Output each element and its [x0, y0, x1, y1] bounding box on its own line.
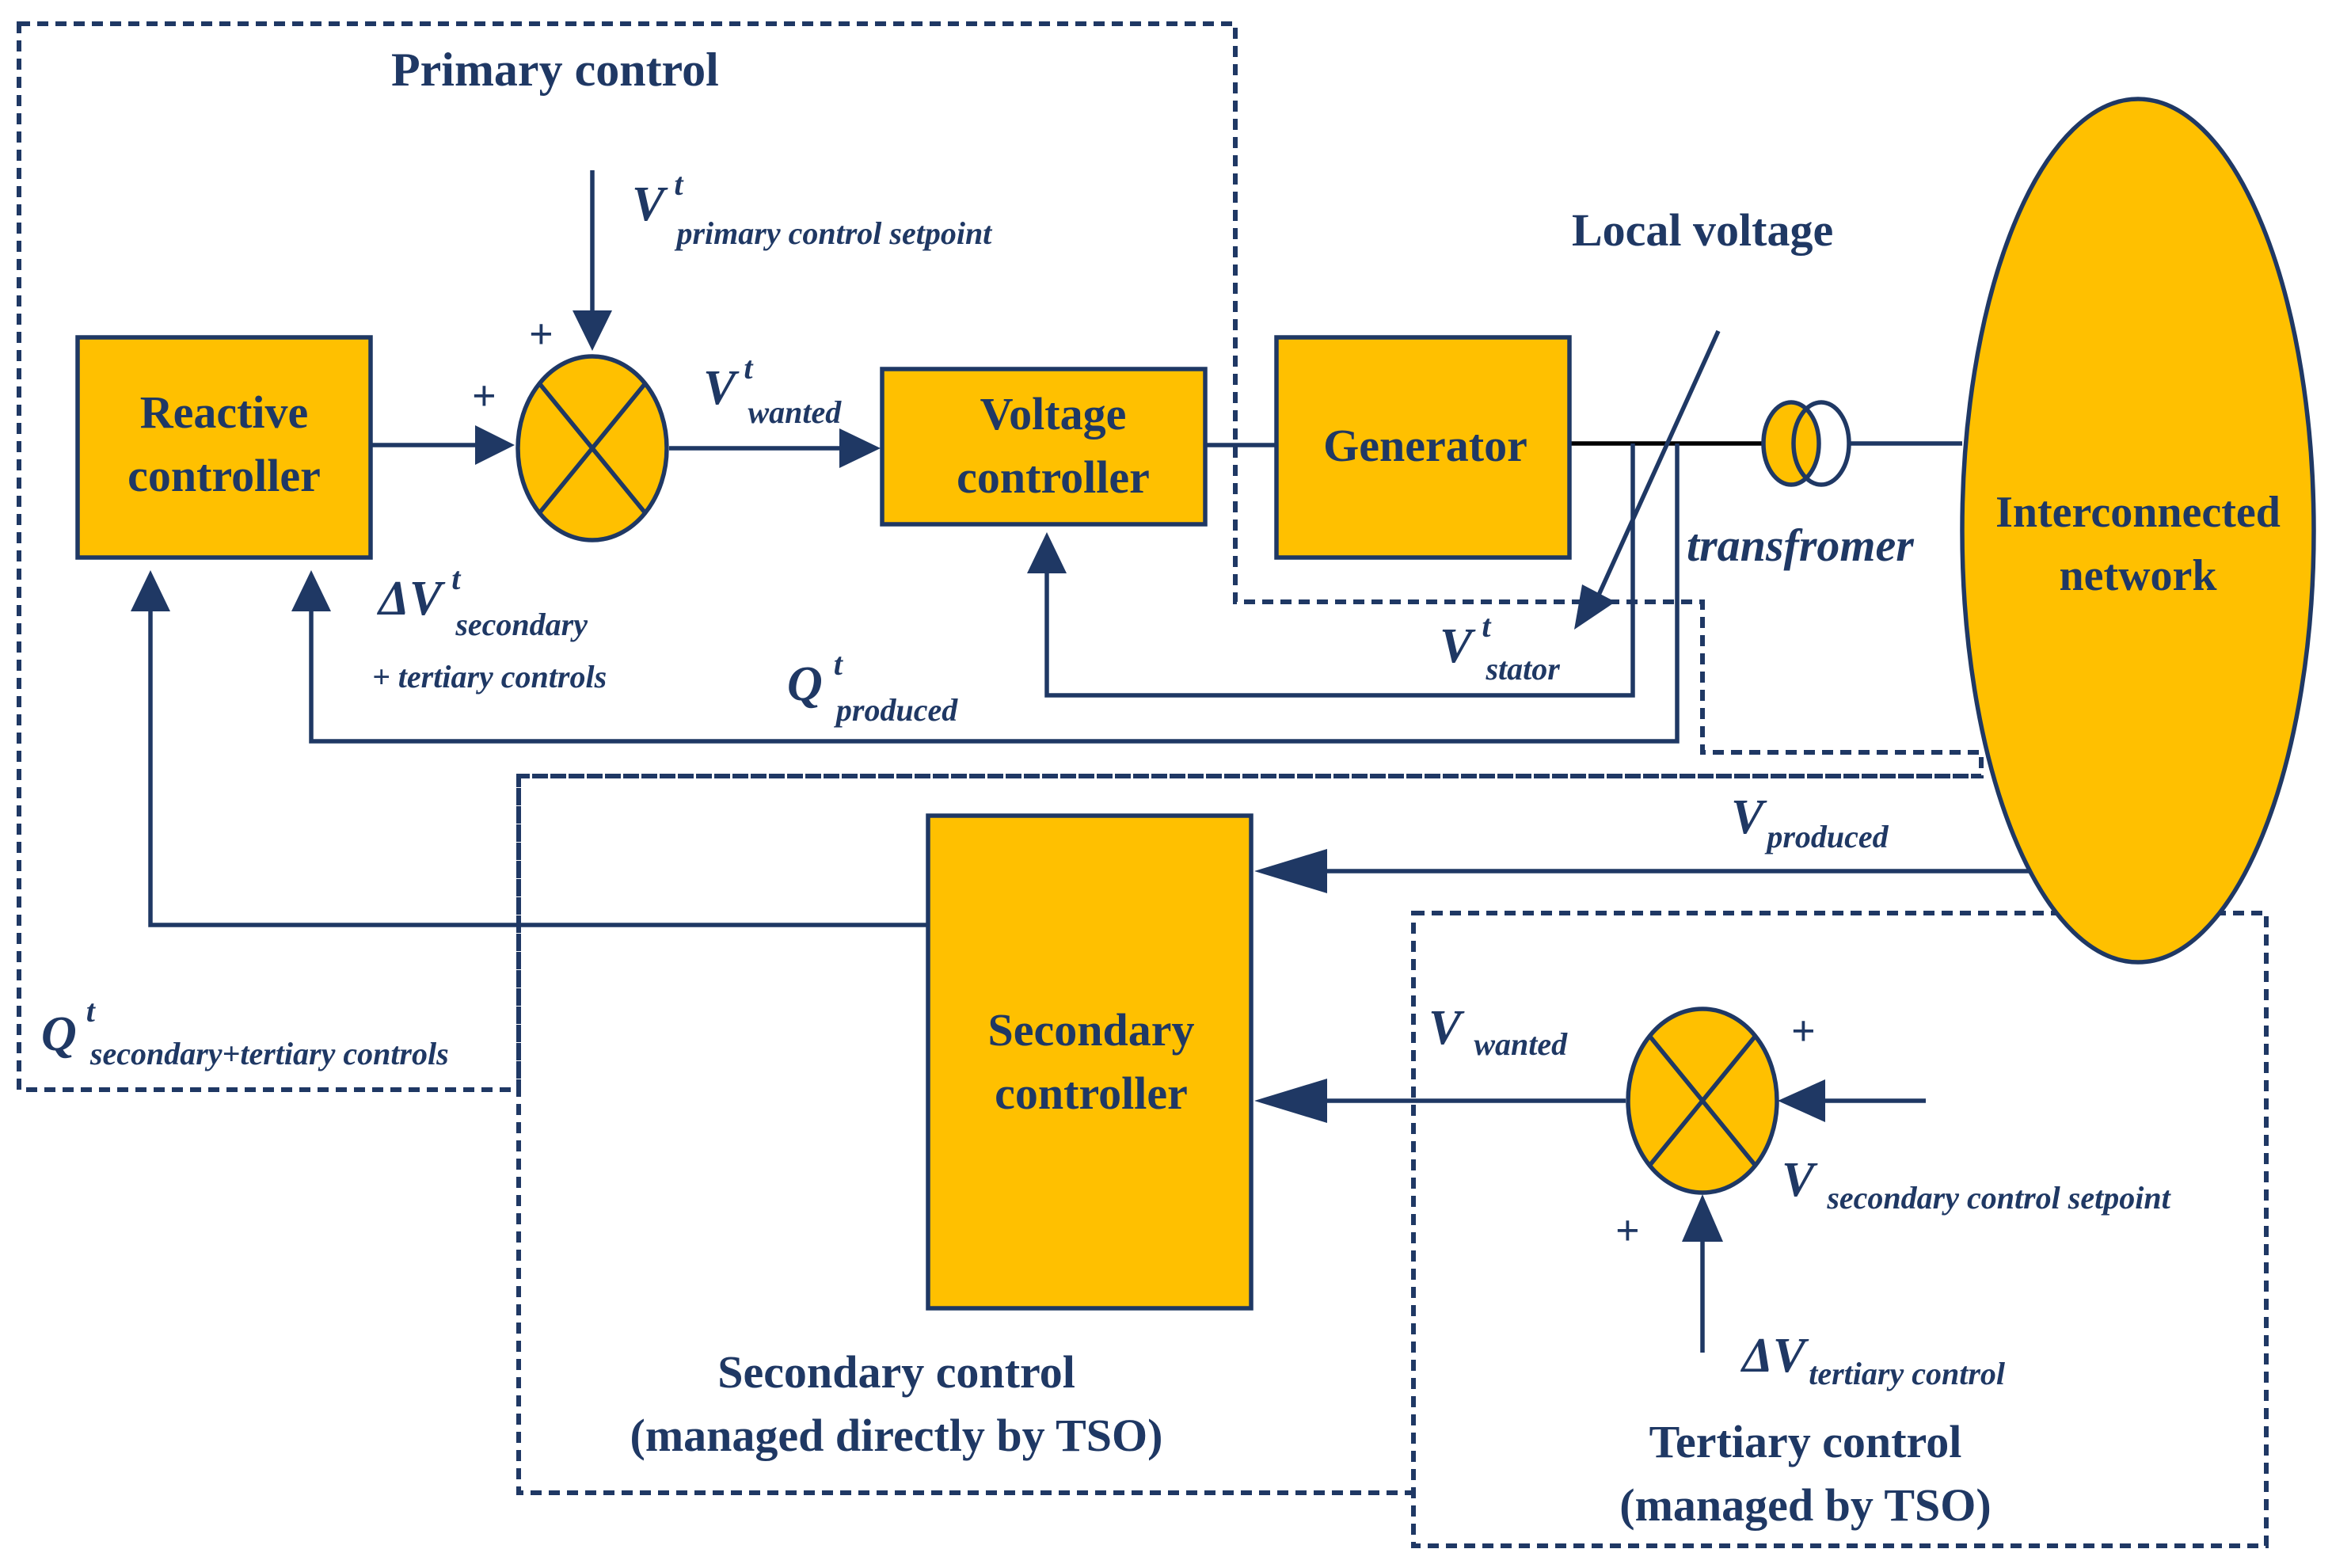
arrowhead — [475, 425, 515, 465]
arrowhead — [1778, 1079, 1825, 1122]
sum1-sign-top: + — [529, 310, 554, 358]
generator-block — [1274, 335, 1572, 560]
arrowhead — [131, 570, 170, 611]
wire-qproduced-feedback — [309, 443, 1680, 744]
local-voltage-label: Local voltage — [1572, 204, 1833, 256]
voltage-controller-block — [880, 367, 1208, 527]
primary-control-title: Primary control — [391, 44, 719, 96]
secondary-controller-block — [926, 813, 1253, 1311]
transformer-icon — [1761, 400, 1851, 487]
voltage-controller-label: controller — [957, 451, 1150, 503]
tertiary-controls-note: + tertiary controls — [372, 659, 607, 695]
arrowhead — [291, 570, 331, 611]
summing-junction-tertiary — [1626, 1007, 1779, 1195]
local-voltage-probe — [1593, 329, 1721, 603]
summing-junction-primary — [515, 354, 669, 542]
arrowhead — [1682, 1194, 1723, 1242]
transformer-label: transfromer — [1687, 519, 1914, 571]
arrowhead — [1574, 584, 1615, 630]
secondary-controller-label: controller — [995, 1068, 1188, 1119]
secondary-controller-label: Secondary — [988, 1004, 1195, 1056]
reactive-controller-label: controller — [127, 450, 321, 501]
generator-label: Generator — [1323, 420, 1527, 471]
arrowhead — [1254, 1079, 1327, 1123]
interconnected-network-block — [1960, 97, 2316, 965]
interconnected-network-label: network — [2059, 551, 2217, 600]
secondary-control-title: Secondary control — [717, 1346, 1075, 1398]
tertiary-control-title: (managed by TSO) — [1619, 1479, 1991, 1531]
sum2-sign-right: + — [1791, 1007, 1816, 1055]
sum1-sign-left: + — [472, 372, 496, 420]
tertiary-control-region — [1411, 911, 2269, 1548]
wire-vstator-feedback — [1044, 443, 1635, 698]
reactive-controller-block — [75, 335, 373, 560]
arrowhead — [1254, 849, 1327, 893]
sum2-sign-bottom: + — [1615, 1207, 1640, 1254]
voltage-controller-label: Voltage — [980, 388, 1127, 440]
arrowhead — [1027, 532, 1067, 573]
reactive-controller-label: Reactive — [140, 386, 309, 438]
wire-secondary-to-reactive — [148, 611, 928, 927]
interconnected-network-label: Interconnected — [1995, 488, 2281, 537]
tertiary-control-title: Tertiary control — [1649, 1416, 1962, 1467]
secondary-control-region — [516, 774, 1981, 1495]
secondary-control-title: (managed directly by TSO) — [630, 1410, 1163, 1461]
arrowhead — [573, 310, 612, 351]
arrowhead — [839, 428, 881, 468]
